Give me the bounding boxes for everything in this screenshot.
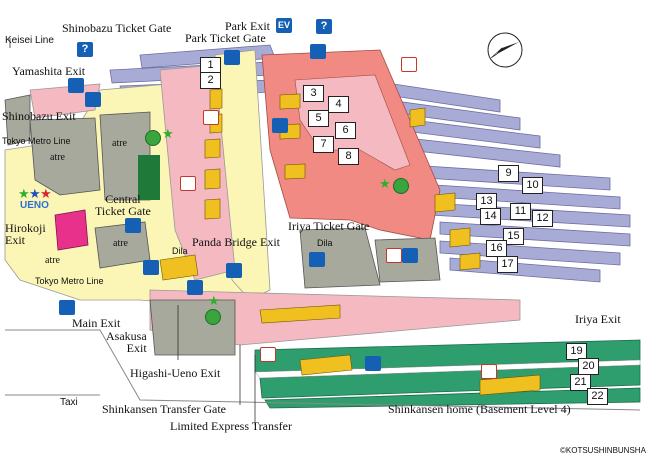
platform-number: 19 [566, 343, 587, 360]
asakusa-exit-label: Asakusa Exit [106, 329, 147, 355]
red-star-icon: ★ [40, 186, 52, 201]
toilet-icon [224, 50, 240, 65]
compass [487, 32, 523, 68]
shinobazu-exit-label: Shinobazu Exit [2, 109, 76, 123]
tokyo-metro-line-lower-label: Tokyo Metro Line [35, 276, 104, 286]
green-window-icon [145, 130, 161, 146]
toilet-icon [203, 110, 219, 125]
accessibility-icon [143, 260, 159, 275]
tokyo-metro-line-upper-label: Tokyo Metro Line [2, 136, 71, 146]
blue-star-icon: ★ [29, 186, 41, 201]
green-window-icon [393, 178, 409, 194]
panda-bridge-exit-label: Panda Bridge Exit [192, 235, 280, 249]
toilet-icon [365, 356, 381, 371]
yamashita-exit-label: Yamashita Exit [12, 64, 86, 78]
elevator-icon: EV [276, 18, 292, 33]
platform-number: 14 [480, 208, 501, 225]
information-icon: ? [316, 19, 332, 34]
platform-number: 17 [497, 256, 518, 273]
green-star-icon: ★ [162, 126, 174, 141]
hirokoji-exit-label: Hirokoji Exit [5, 221, 46, 247]
staircases [159, 88, 541, 396]
buildings [4, 94, 441, 356]
platform-number: 13 [476, 193, 497, 210]
escalator-icon [125, 218, 141, 233]
higashi-ueno-exit-label: Higashi-Ueno Exit [130, 366, 221, 380]
iriya-exit-label: Iriya Exit [575, 312, 621, 326]
toilet-icon [481, 364, 497, 379]
platform-number: 4 [328, 96, 349, 113]
wheelchair-icon [402, 248, 418, 263]
toilet-icon [187, 280, 203, 295]
park-ticket-gate-label: Park Ticket Gate [185, 31, 266, 45]
platform-number: 22 [587, 388, 608, 405]
toilet-icon [386, 248, 402, 263]
atre-label: atre [112, 138, 127, 149]
taxi-label: Taxi [60, 397, 78, 408]
escalator-icon [226, 263, 242, 278]
escalator-icon [309, 252, 325, 267]
accessibility-icon [272, 118, 288, 133]
toilet-icon [180, 176, 196, 191]
platform-number: 16 [486, 240, 507, 257]
shinkansen-home-label: Shinkansen home (Basement Level 4) [388, 402, 571, 416]
central-ticket-gate-label: Central Ticket Gate [95, 192, 151, 218]
shinkansen-white-band [254, 359, 641, 379]
platform-number: 11 [510, 203, 531, 220]
accessibility-icon [310, 44, 326, 59]
dila-label: Dila [317, 238, 333, 248]
shinkansen-transfer-gate-label: Shinkansen Transfer Gate [102, 402, 226, 416]
platform-number: 20 [578, 358, 599, 375]
shinobazu-ticket-gate-label: Shinobazu Ticket Gate [62, 21, 172, 35]
platform-number: 21 [570, 374, 591, 391]
platform-number: 2 [200, 72, 221, 89]
green-star-icon: ★ [208, 293, 220, 308]
shop-green [138, 155, 160, 200]
toilet-icon [260, 347, 276, 362]
roads [5, 329, 641, 411]
shop-magenta [54, 209, 89, 251]
platform-number: 3 [303, 85, 324, 102]
green-star-icon: ★ [18, 186, 30, 201]
information-icon: ? [77, 42, 93, 57]
dila-label: Dila [172, 246, 188, 256]
platform-number: 5 [308, 110, 329, 127]
ueno-sign: UENO [20, 200, 49, 211]
keisei-line-label: Keisei Line [5, 35, 54, 46]
atre-label: atre [50, 152, 65, 163]
atre-label: atre [113, 238, 128, 249]
platform-number: 15 [503, 228, 524, 245]
accessibility-icon [85, 92, 101, 107]
toilet-icon [401, 57, 417, 72]
park-exit-label: Park Exit [225, 19, 270, 33]
platform-number: 8 [338, 148, 359, 165]
escalator-icon [68, 78, 84, 93]
toilet-icon [59, 300, 75, 315]
leader-lines [9, 38, 256, 425]
platform-number: 7 [313, 136, 334, 153]
platform-number: 9 [498, 165, 519, 182]
atre-label: atre [45, 255, 60, 266]
green-star-icon: ★ [379, 176, 391, 191]
iriya-ticket-gate-label: Iriya Ticket Gate [288, 219, 370, 233]
platform-number: 12 [532, 210, 553, 227]
platform-number: 10 [522, 177, 543, 194]
copyright-label: ©KOTSUSHINBUNSHA [560, 446, 646, 455]
limited-express-transfer-label: Limited Express Transfer [170, 419, 292, 433]
platform-number: 6 [335, 122, 356, 139]
main-exit-label: Main Exit [72, 316, 121, 330]
green-window-icon [205, 309, 221, 325]
